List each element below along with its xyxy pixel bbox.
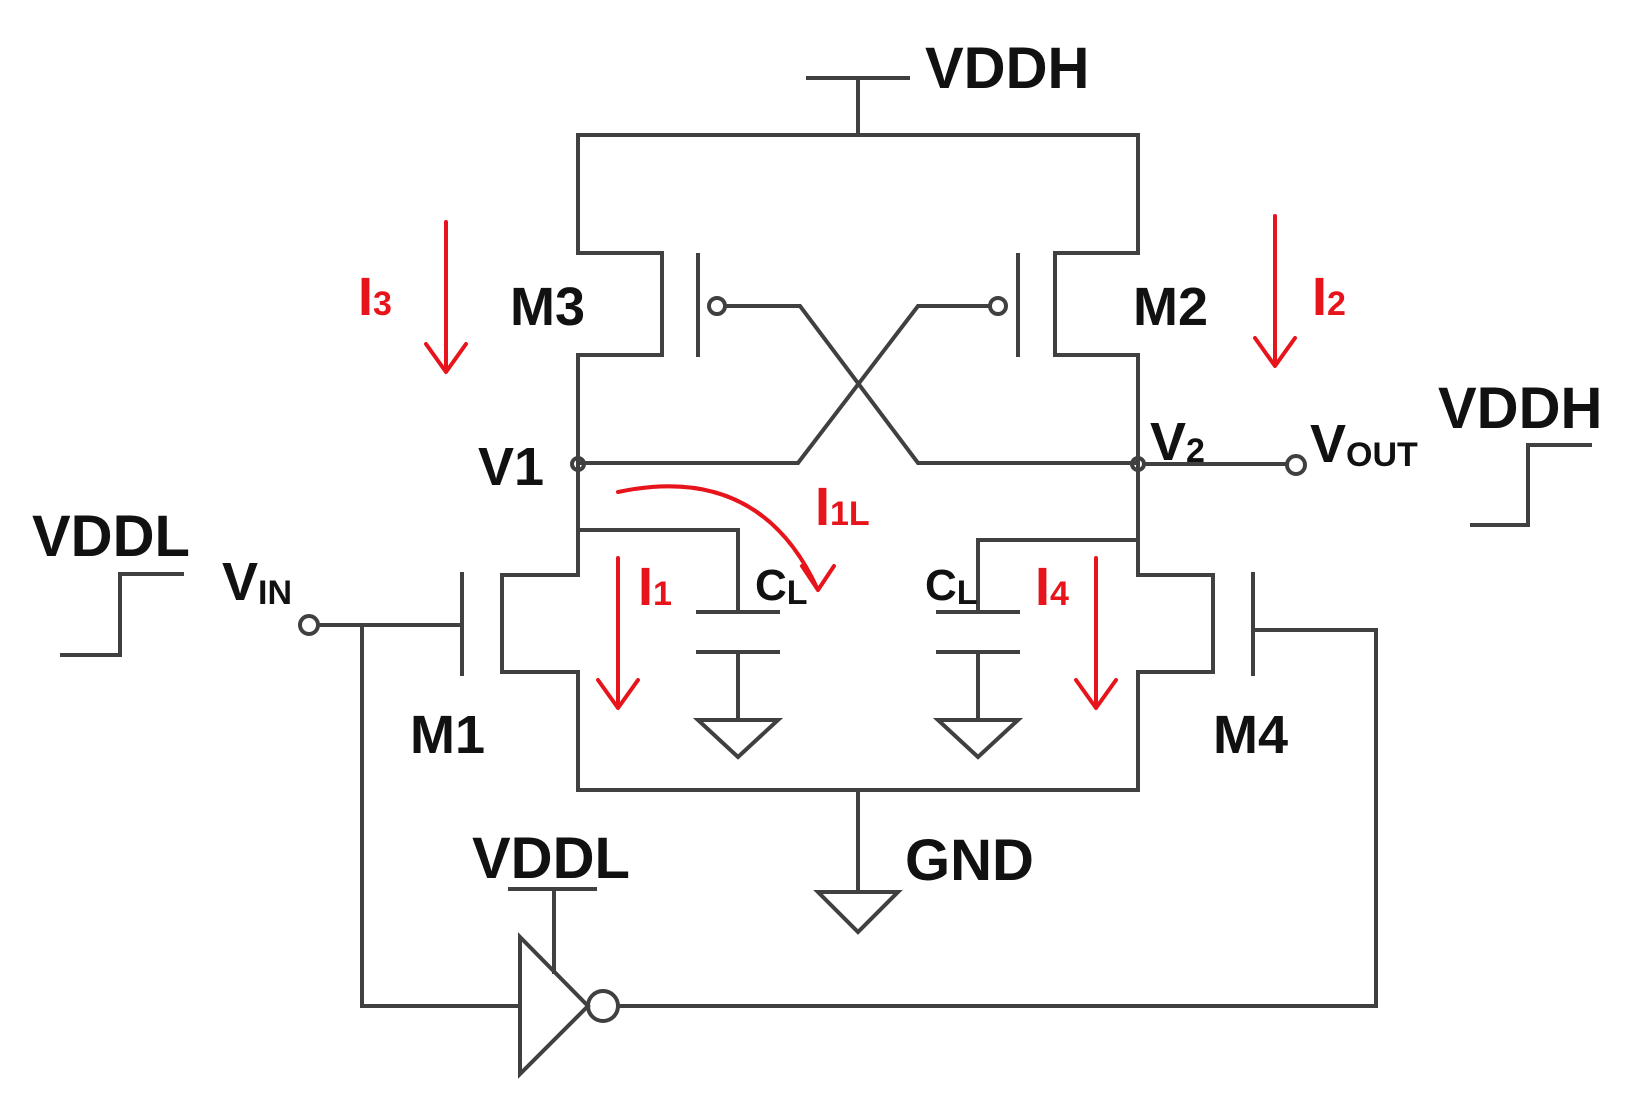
i1l-arrow: [616, 484, 836, 592]
m4-gate-wire: [616, 628, 1378, 1008]
i1l-label: I1L: [815, 477, 870, 537]
vin-to-inverter: [360, 623, 522, 1008]
gnd-symbol: [813, 890, 903, 935]
vddl-step-waveform: [60, 572, 184, 657]
m3-drain-source: [576, 133, 664, 467]
vddl-inverter-label: VDDL: [472, 826, 630, 891]
m1-drain-source: [500, 463, 580, 792]
v1-label: V1: [478, 437, 544, 497]
left-cap-ground: [692, 718, 784, 760]
cl-right-label: CL: [925, 561, 978, 612]
i1-label-main: I: [638, 557, 653, 617]
vin-label: VIN: [222, 552, 292, 612]
i1-arrow: [596, 556, 640, 710]
i4-label-sub: 4: [1050, 575, 1069, 613]
m3-gate-bubble: [707, 296, 727, 316]
i2-label: I2: [1312, 267, 1346, 327]
i1l-label-sub: 1L: [830, 495, 870, 533]
v2-label-main: V: [1150, 412, 1186, 472]
cl-left-label: CL: [755, 561, 808, 612]
cl-left-label-sub: L: [787, 574, 808, 612]
vin-label-sub: IN: [258, 574, 292, 612]
i1-label: I1: [638, 557, 672, 617]
gnd-label: GND: [905, 828, 1034, 893]
i1-label-sub: 1: [653, 575, 672, 613]
current-arrows: [424, 214, 1297, 710]
m4-label: M4: [1213, 705, 1288, 765]
i3-arrow: [424, 220, 468, 374]
v2-to-right-cap: [976, 538, 1140, 614]
i4-label-main: I: [1035, 557, 1050, 617]
wiring: [60, 76, 1592, 1079]
m3-label: M3: [510, 277, 585, 337]
vddh-top-label: VDDH: [925, 36, 1089, 101]
v1-to-left-cap: [576, 528, 740, 614]
m3-gate-wire: [723, 304, 1140, 465]
v2-label: V2: [1150, 412, 1205, 472]
m1-label: M1: [410, 705, 485, 765]
vout-label-sub: OUT: [1346, 436, 1418, 474]
vddl-left-label: VDDL: [32, 504, 190, 569]
vddh-step-waveform: [1470, 443, 1592, 527]
i1l-label-main: I: [815, 477, 830, 537]
m2-label: M2: [1133, 277, 1208, 337]
labels: VDDH VDDH VDDL VDDL GND M3 M2 M1 M4 V1 V…: [32, 36, 1602, 893]
m2-gate-bubble: [988, 296, 1008, 316]
cl-right-label-main: C: [925, 561, 957, 610]
vin-label-main: V: [222, 552, 258, 612]
cl-left-label-main: C: [755, 561, 787, 610]
vout-label: VOUT: [1310, 414, 1418, 474]
vddh-right-label: VDDH: [1438, 376, 1602, 441]
m4-drain-source: [1136, 463, 1215, 792]
vin-terminal: [298, 614, 320, 636]
i3-label-main: I: [358, 267, 373, 327]
i2-label-main: I: [1312, 267, 1327, 327]
vout-terminal: [1285, 454, 1307, 476]
i4-arrow: [1074, 556, 1118, 710]
v2-label-sub: 2: [1186, 432, 1205, 470]
i2-arrow: [1253, 214, 1297, 368]
cl-right-label-sub: L: [957, 574, 978, 612]
m2-gate-wire: [576, 304, 992, 465]
inverter-bubble: [586, 989, 620, 1023]
i4-label: I4: [1035, 557, 1069, 617]
i3-label: I3: [358, 267, 392, 327]
m2-drain-source: [1053, 133, 1140, 467]
i2-label-sub: 2: [1327, 285, 1346, 323]
vout-label-main: V: [1310, 414, 1346, 474]
i3-label-sub: 3: [373, 285, 392, 323]
right-cap-ground: [932, 718, 1024, 760]
